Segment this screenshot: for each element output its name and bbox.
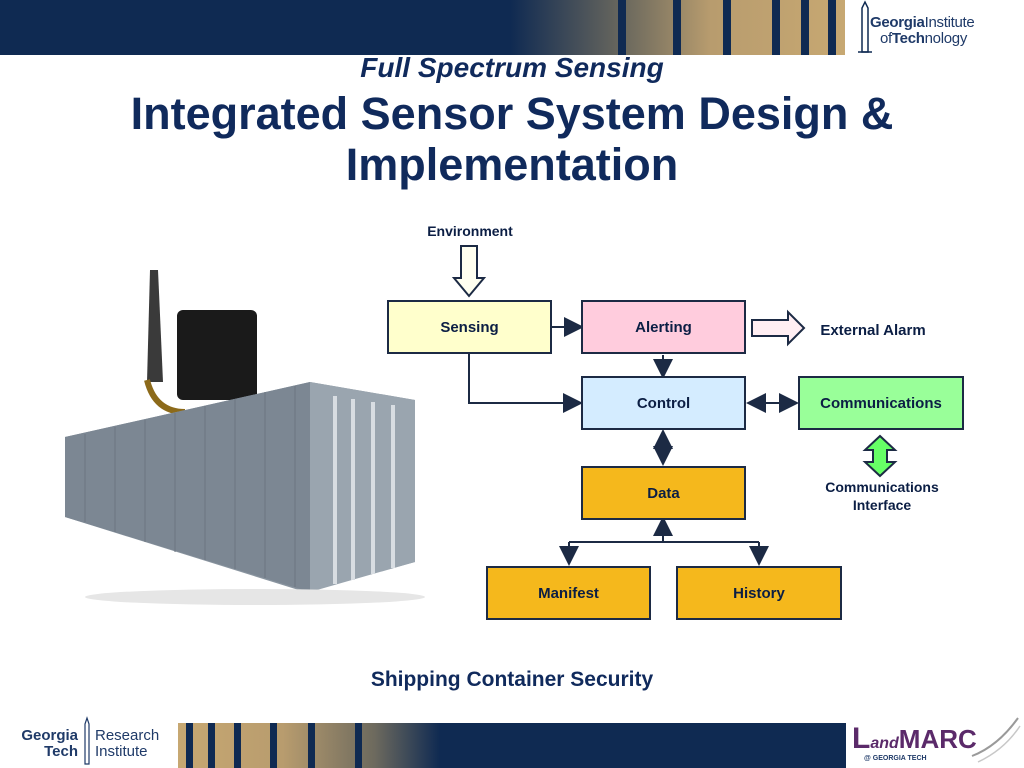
landmarc-marc: MARC <box>898 724 977 754</box>
manifest-box: Manifest <box>486 566 651 620</box>
gtri-logo-right: Research Institute <box>95 728 159 760</box>
logo-tech: Tech <box>891 30 925 47</box>
alerting-label: Alerting <box>635 318 692 336</box>
landmarc-subtext: @ GEORGIA TECH <box>864 755 927 762</box>
tower-icon <box>84 716 90 765</box>
banner-stripe <box>828 0 836 55</box>
landmarc-logo: LandMARC @ GEORGIA TECH <box>848 712 1024 768</box>
gtri-tech: Tech <box>44 743 78 760</box>
banner-stripe <box>618 0 626 55</box>
banner-stripe <box>234 723 241 768</box>
logo-nology: nology <box>924 30 968 47</box>
control-label: Control <box>636 394 691 412</box>
banner-stripe <box>270 723 277 768</box>
logo-text-line1: GeorgiaInstitute <box>870 14 975 31</box>
gtri-research: Research <box>95 727 160 744</box>
data-box: Data <box>581 466 746 520</box>
logo-georgia: Georgia <box>870 14 925 31</box>
diagram-connectors <box>451 245 898 566</box>
gtri-logo: Georgia Tech Research Institute <box>0 712 178 768</box>
communications-interface-line1: Communications <box>825 479 939 495</box>
history-label: History <box>733 584 785 602</box>
antenna-icon <box>147 270 163 382</box>
environment-label: Environment <box>427 223 513 239</box>
communications-box: Communications <box>798 376 964 430</box>
banner-stripe <box>772 0 780 55</box>
banner-stripe <box>801 0 809 55</box>
communications-interface-line2: Interface <box>852 497 912 513</box>
manifest-label: Manifest <box>538 584 599 602</box>
top-banner-gradient <box>510 0 845 55</box>
data-label: Data <box>647 484 680 502</box>
landmarc-and: and <box>870 735 899 752</box>
communications-interface-label: Communications Interface <box>800 478 964 514</box>
sensing-label: Sensing <box>440 318 499 336</box>
shipping-container-image <box>65 270 425 605</box>
gtri-georgia: Georgia <box>21 727 78 744</box>
banner-stripe <box>355 723 362 768</box>
alerting-box: Alerting <box>581 300 746 354</box>
landmarc-l: L <box>852 722 871 755</box>
logo-institute: Institute <box>924 14 975 31</box>
slide-subtitle: Full Spectrum Sensing <box>360 52 664 83</box>
external-alarm-label: External Alarm <box>820 322 926 339</box>
tower-icon <box>858 0 872 53</box>
logo-text-line2: ofTechnology <box>880 30 967 47</box>
slide-caption: Shipping Container Security <box>370 668 654 691</box>
communications-label: Communications <box>820 394 942 412</box>
gtri-institute: Institute <box>95 743 148 760</box>
logo-of: of <box>880 30 892 47</box>
control-box: Control <box>581 376 746 430</box>
gtri-logo-left: Georgia Tech <box>6 728 78 760</box>
banner-stripe <box>673 0 681 55</box>
sensing-to-control-arrow <box>468 354 583 413</box>
history-box: History <box>676 566 842 620</box>
landmarc-wordmark: LandMARC <box>852 722 977 756</box>
georgia-tech-logo: GeorgiaInstitute ofTechnology <box>850 0 1024 55</box>
slide-title: Integrated Sensor System Design & Implem… <box>130 88 894 190</box>
sensing-box: Sensing <box>387 300 552 354</box>
environment-arrow <box>451 245 487 298</box>
banner-stripe <box>186 723 193 768</box>
communications-interface-arrow <box>862 434 898 478</box>
external-alarm-arrow <box>751 309 806 347</box>
signal-swoosh-icon <box>971 717 1021 763</box>
sensor-device-icon <box>177 310 257 400</box>
banner-stripe <box>723 0 731 55</box>
banner-stripe <box>208 723 215 768</box>
banner-stripe <box>308 723 315 768</box>
